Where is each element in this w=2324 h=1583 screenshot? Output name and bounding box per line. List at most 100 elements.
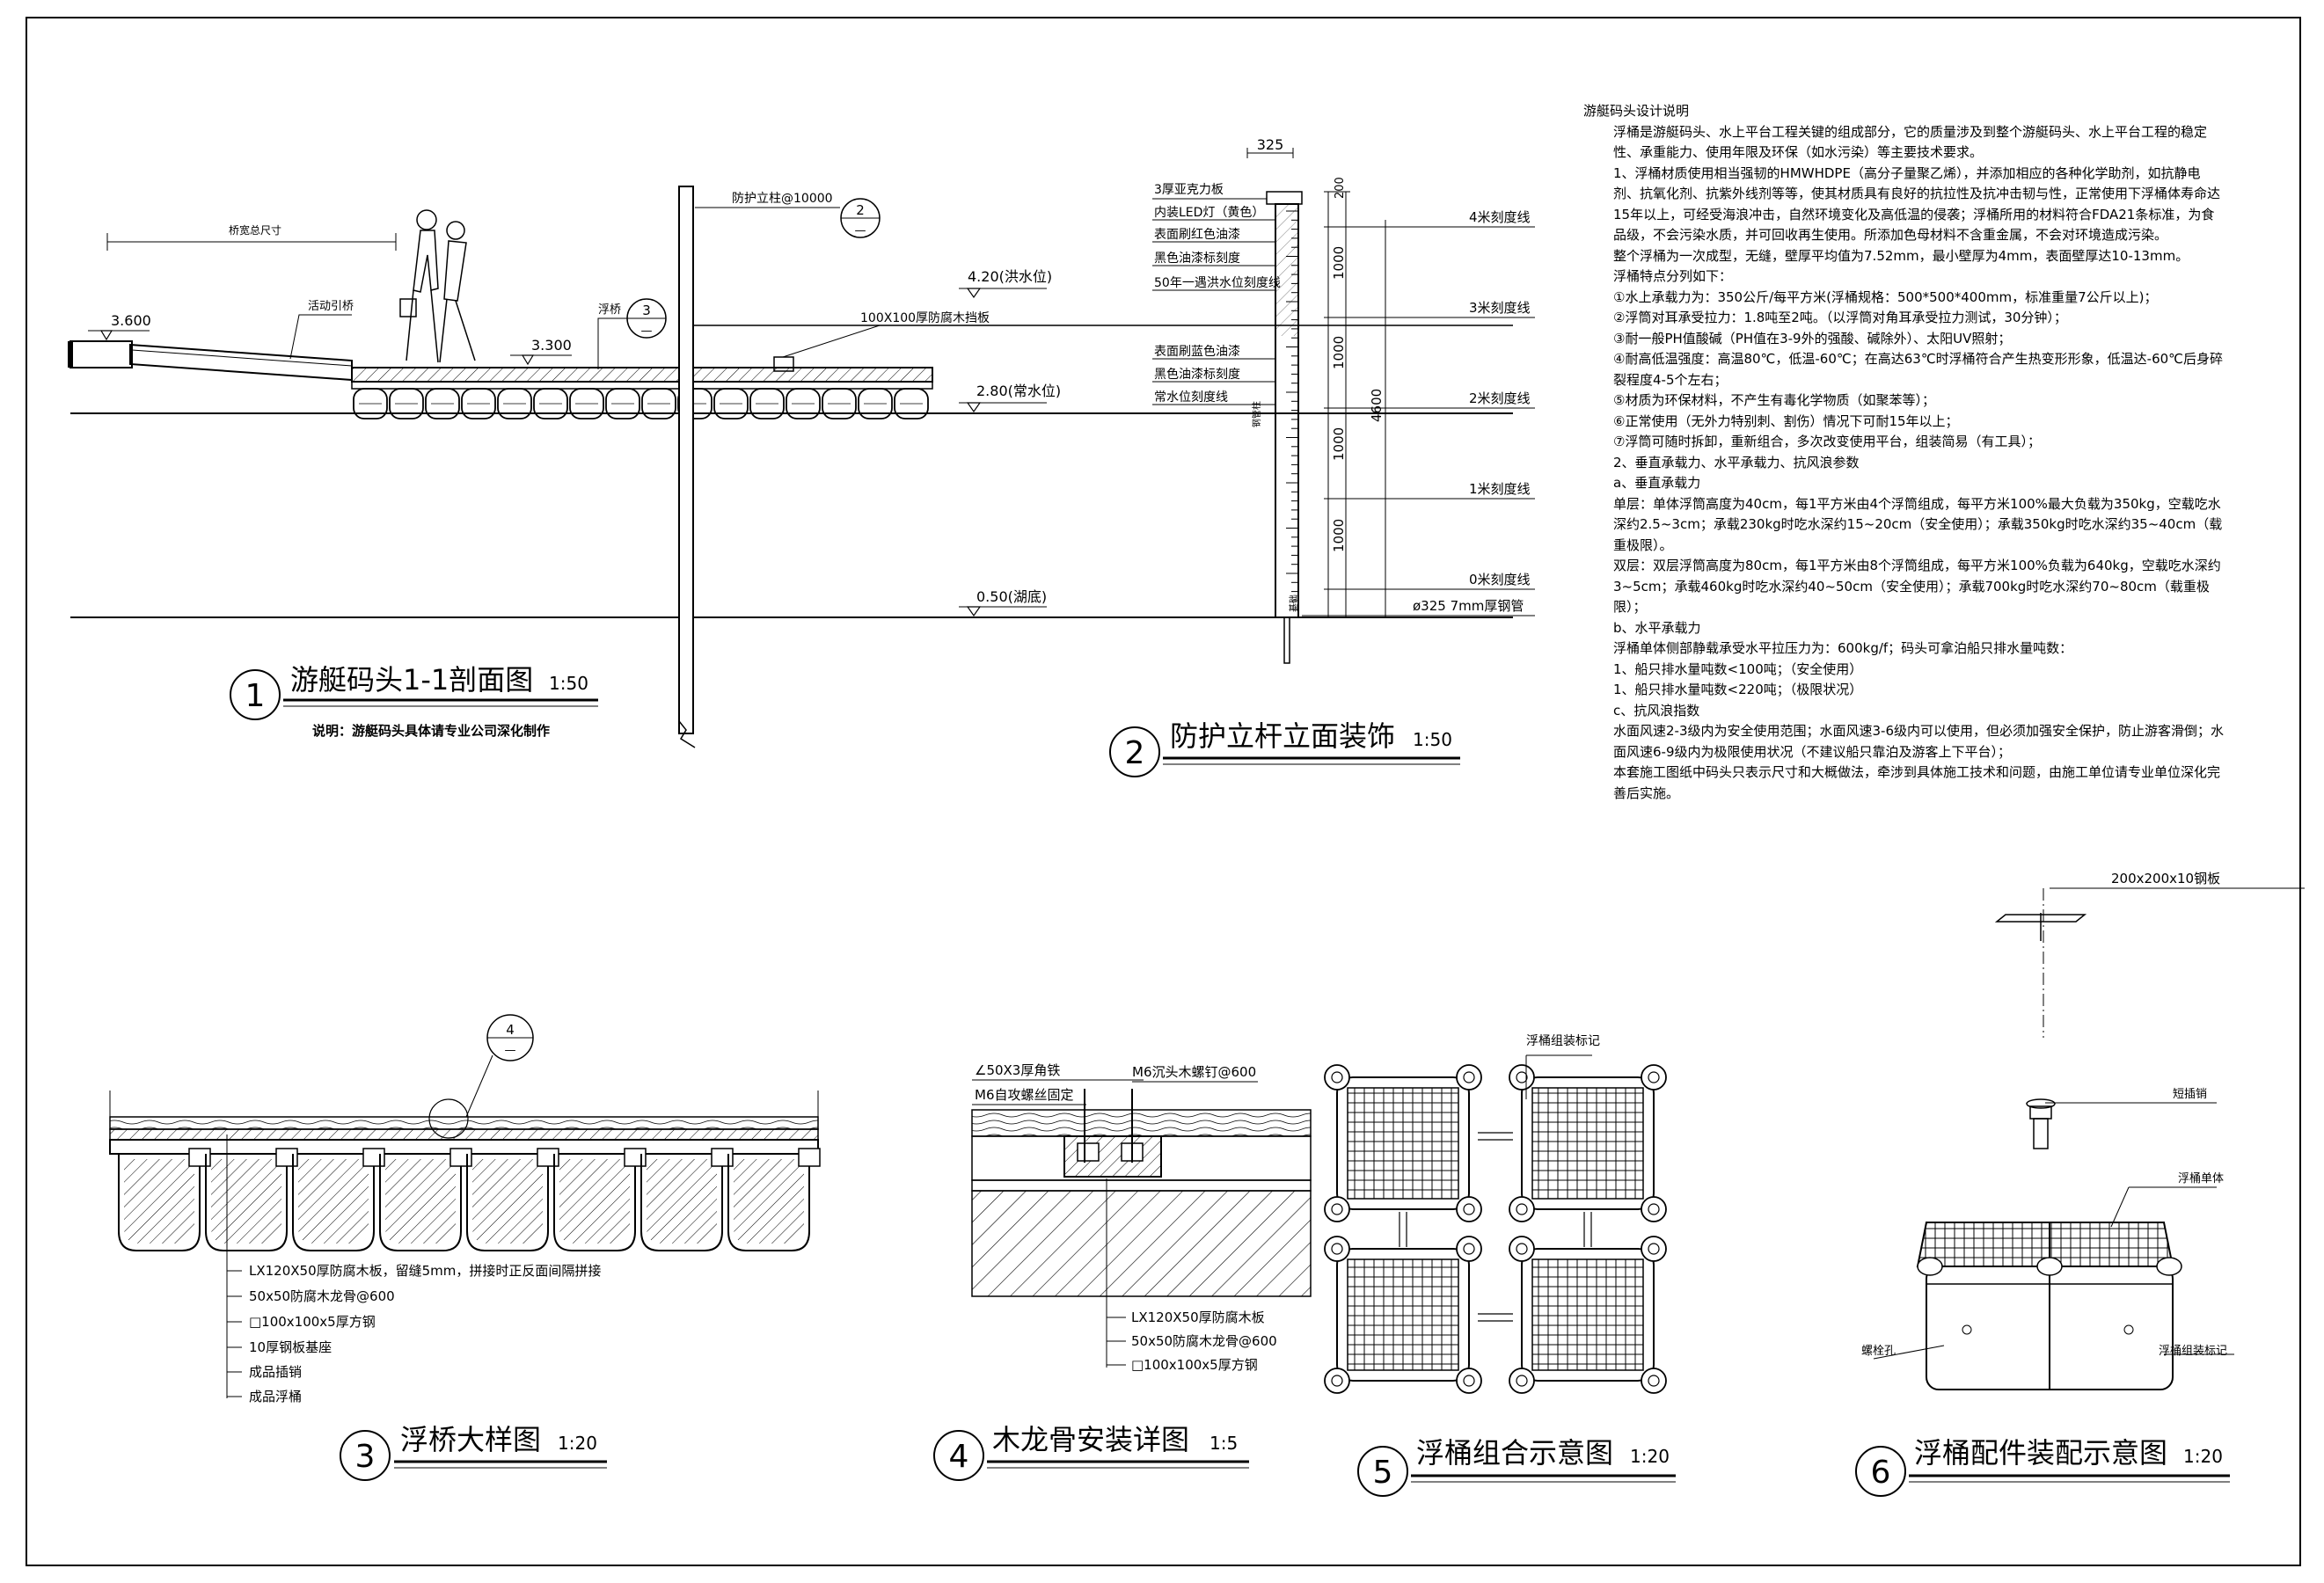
svg-text:3.300: 3.300 bbox=[531, 337, 572, 354]
svg-text:10厚钢板基座: 10厚钢板基座 bbox=[249, 1339, 332, 1355]
design-notes: 游艇码头设计说明 浮桶是游艇码头、水上平台工程关键的组成部分，它的质量涉及到整个… bbox=[1583, 101, 2225, 804]
svg-text:4600: 4600 bbox=[1369, 389, 1385, 422]
svg-text:M6自攻螺丝固定: M6自攻螺丝固定 bbox=[975, 1087, 1074, 1103]
pontoon-deck bbox=[351, 367, 933, 419]
svg-text:M6沉头木螺钉@600: M6沉头木螺钉@600 bbox=[1132, 1064, 1256, 1080]
title-drawing-2: 2 防护立杆立面装饰 1:50 bbox=[1109, 719, 1460, 777]
svg-text:内装LED灯（黄色）: 内装LED灯（黄色） bbox=[1154, 205, 1264, 220]
pin-joint bbox=[188, 1148, 211, 1167]
callout-3: 3 — bbox=[626, 298, 667, 339]
svg-text:LX120X50厚防腐木板，留缝5mm，拼接时正反面间隔拼接: LX120X50厚防腐木板，留缝5mm，拼接时正反面间隔拼接 bbox=[249, 1263, 601, 1279]
svg-text:浮桥大样图: 浮桥大样图 bbox=[400, 1423, 541, 1456]
float-detail bbox=[640, 1154, 723, 1251]
drawing-1-section: 桥宽总尺寸 3.600 3.300 bbox=[68, 186, 1513, 748]
people-figure bbox=[399, 209, 476, 363]
notes-line: a、垂直承载力 bbox=[1613, 475, 1701, 491]
notes-line: ③耐一般PH值酸碱（PH值在3-9外的强酸、碱除外）、太阳UV照射； bbox=[1613, 330, 2012, 347]
svg-text:4米刻度线: 4米刻度线 bbox=[1469, 209, 1531, 225]
notes-line: 单层：单体浮筒高度为40cm，每1平方米由4个浮筒组成，每平方米100%最大负载… bbox=[1613, 495, 2223, 553]
svg-text:浮桶配件装配示意图: 浮桶配件装配示意图 bbox=[1914, 1436, 2167, 1470]
section-note: 说明：游艇码头具体请专业公司深化制作 bbox=[312, 723, 550, 739]
post-label: 防护立柱@10000 bbox=[732, 192, 833, 206]
gangway-label: 活动引桥 bbox=[308, 300, 354, 313]
svg-text:表面刷蓝色油漆: 表面刷蓝色油漆 bbox=[1154, 344, 1240, 359]
svg-text:成品浮桶: 成品浮桶 bbox=[249, 1389, 302, 1404]
svg-text:1000: 1000 bbox=[1331, 246, 1347, 280]
float-section bbox=[569, 388, 604, 419]
pin-joint bbox=[537, 1148, 559, 1167]
notes-line: 浮桶是游艇码头、水上平台工程关键的组成部分，它的质量涉及到整个游艇码头、水上平台… bbox=[1613, 123, 2208, 161]
svg-text:浮桶组合示意图: 浮桶组合示意图 bbox=[1416, 1436, 1613, 1470]
float-mark-label: 浮桶组装标记 bbox=[1526, 1034, 1600, 1048]
notes-line: ⑤材质为环保材料，不产生有毒化学物质（如聚苯等）； bbox=[1613, 392, 1935, 408]
protective-post bbox=[678, 186, 694, 734]
pin-joint bbox=[798, 1148, 821, 1167]
notes-title: 游艇码头设计说明 bbox=[1583, 103, 1690, 119]
svg-text:5: 5 bbox=[1373, 1455, 1393, 1491]
pin-joint bbox=[624, 1148, 647, 1167]
notes-line: 整个浮桶为一次成型，无缝，壁厚平均值为7.52mm，最小壁厚为4mm，表面壁厚达… bbox=[1613, 247, 2189, 264]
svg-text:2: 2 bbox=[856, 202, 865, 218]
notes-line: ①水上承载力为：350公斤/每平方米(浮桶规格：500*500*400mm，标准… bbox=[1613, 288, 2158, 305]
notes-line: 浮桶单体侧部静载承受水平拉压力为：600kg/f；码头可拿泊船只排水量吨数： bbox=[1613, 640, 2073, 656]
svg-text:4: 4 bbox=[506, 1022, 515, 1038]
notes-line: 1、船只排水量吨数<100吨；（安全使用） bbox=[1613, 660, 1863, 677]
float-section bbox=[389, 388, 424, 419]
svg-text:2米刻度线: 2米刻度线 bbox=[1469, 390, 1531, 406]
sheet-border bbox=[26, 17, 2301, 1566]
svg-text:6: 6 bbox=[1871, 1455, 1891, 1491]
float-section bbox=[461, 388, 496, 419]
float-section bbox=[858, 388, 893, 419]
drawing-3-pontoon-detail: 4 — LX120X50厚防腐木板，留缝5mm，拼接时正反面间隔拼接 50x50… bbox=[109, 1014, 821, 1481]
post-scale-ticks bbox=[1286, 210, 1298, 610]
title-drawing-5: 5 浮桶组合示意图 1:20 bbox=[1357, 1436, 1676, 1497]
svg-text:木龙骨安装详图: 木龙骨安装详图 bbox=[992, 1423, 1189, 1456]
svg-text:1:20: 1:20 bbox=[2183, 1446, 2223, 1467]
beam-label: 100X100厚防腐木挡板 bbox=[860, 310, 990, 325]
elevation-3300: 3.300 bbox=[510, 337, 572, 366]
svg-text:1000: 1000 bbox=[1331, 336, 1347, 369]
pontoon-detail-labels: LX120X50厚防腐木板，留缝5mm，拼接时正反面间隔拼接 50x50防腐木龙… bbox=[226, 1134, 601, 1404]
svg-text:钢管柱: 钢管柱 bbox=[1251, 401, 1262, 427]
svg-text:1:5: 1:5 bbox=[1210, 1433, 1238, 1454]
svg-text:基础: 基础 bbox=[1288, 595, 1299, 612]
title-drawing-1: 1 游艇码头1-1剖面图 1:50 说明：游艇码头具体请专业公司深化制作 bbox=[230, 663, 598, 739]
svg-text:0.50(湖底): 0.50(湖底) bbox=[976, 588, 1047, 605]
svg-text:200x200x10钢板: 200x200x10钢板 bbox=[2111, 871, 2220, 886]
float-detail bbox=[553, 1154, 636, 1251]
float-detail bbox=[379, 1154, 462, 1251]
svg-text:50年一遇洪水位刻度线: 50年一遇洪水位刻度线 bbox=[1154, 276, 1281, 290]
join-arrow bbox=[1399, 1212, 1407, 1247]
join-arrow bbox=[1478, 1313, 1513, 1322]
notes-line: 1、浮桶材质使用相当强韧的HMWHDPE（高分子量聚乙烯），并添加相应的各种化学… bbox=[1613, 164, 2221, 244]
notes-line: ④耐高低温强度：高温80℃，低温-60℃；在高达63℃时浮桶符合产生热变形形象，… bbox=[1613, 351, 2224, 388]
float-plan bbox=[1509, 1064, 1667, 1222]
svg-text:LX120X50厚防腐木板: LX120X50厚防腐木板 bbox=[1131, 1309, 1265, 1325]
callout-2: 2 — bbox=[827, 198, 881, 238]
svg-text:4: 4 bbox=[949, 1439, 969, 1475]
bridge-width-label: 桥宽总尺寸 bbox=[229, 223, 281, 237]
notes-line: 1、船只排水量吨数<220吨；（极限状况） bbox=[1613, 682, 1863, 697]
post-left-labels: 3厚亚克力板 内装LED灯（黄色） 表面刷红色油漆 黑色油漆标刻度 50年一遇洪… bbox=[1152, 183, 1299, 612]
svg-text:□100x100x5厚方钢: □100x100x5厚方钢 bbox=[1131, 1357, 1258, 1373]
svg-text:4.20(洪水位): 4.20(洪水位) bbox=[968, 268, 1052, 285]
float-plan bbox=[1509, 1236, 1667, 1394]
notes-line: ⑦浮筒可随时拆卸，重新组合，多次改变使用平台，组装简易（有工具）； bbox=[1613, 434, 2041, 449]
notes-line: ⑥正常使用（无外力特别刺、割伤）情况下可耐15年以上； bbox=[1613, 412, 1959, 429]
svg-text:200: 200 bbox=[1334, 177, 1347, 199]
notes-line: 2、垂直承载力、水平承载力、抗风浪参数 bbox=[1613, 454, 1860, 471]
scale-line-labels: 4米刻度线 3米刻度线 2米刻度线 1米刻度线 0米刻度线 ø325 7mm厚钢… bbox=[1302, 209, 1535, 616]
float-section bbox=[497, 388, 532, 419]
svg-text:1: 1 bbox=[245, 678, 266, 714]
notes-line: 浮桶特点分列如下： bbox=[1613, 268, 1733, 284]
svg-text:浮桶单体: 浮桶单体 bbox=[2178, 1172, 2224, 1185]
float-detail-row bbox=[118, 1148, 821, 1251]
svg-text:黑色油漆标刻度: 黑色油漆标刻度 bbox=[1154, 367, 1240, 382]
notes-body: 浮桶是游艇码头、水上平台工程关键的组成部分，它的质量涉及到整个游艇码头、水上平台… bbox=[1583, 122, 2225, 805]
pontoon-label: 浮桥 bbox=[598, 303, 621, 317]
svg-text:ø325 7mm厚钢管: ø325 7mm厚钢管 bbox=[1413, 598, 1524, 614]
flood-level: 4.20(洪水位) bbox=[959, 268, 1052, 299]
notes-line: 双层：双层浮筒高度为80cm，每1平方米由8个浮筒组成，每平方米100%负载为6… bbox=[1613, 558, 2221, 615]
float-plan bbox=[1324, 1236, 1482, 1394]
lake-bottom-level: 0.50(湖底) bbox=[959, 588, 1047, 617]
